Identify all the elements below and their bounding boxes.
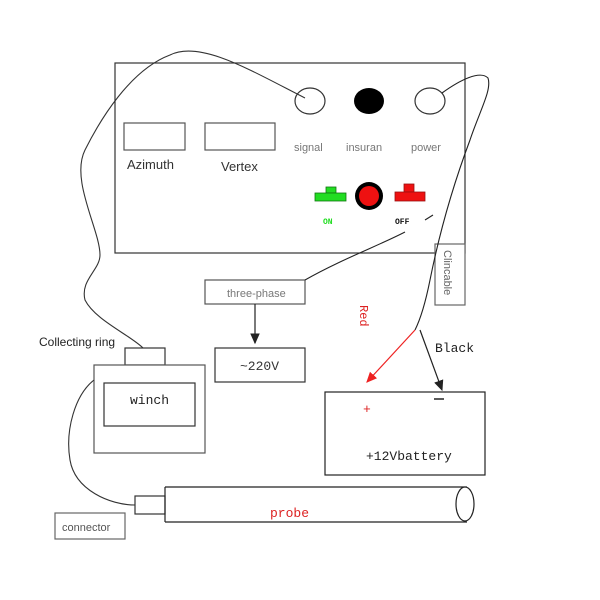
probe-body	[164, 486, 467, 523]
on-switch[interactable]	[314, 186, 347, 202]
clincable-box	[434, 243, 466, 306]
azimuth-display	[123, 122, 186, 151]
power-cable	[414, 74, 490, 331]
winch-probe-cable	[68, 379, 136, 506]
three-phase-label: three-phase	[227, 288, 286, 300]
probe-connector-stub	[134, 495, 166, 515]
battery-box	[324, 391, 486, 476]
clincable-label: Clincable	[441, 250, 453, 295]
black-wire-label: Black	[435, 341, 474, 356]
power-indicator	[414, 87, 446, 115]
signal-indicator	[294, 87, 326, 115]
winch-box	[103, 382, 196, 427]
signal-label: signal	[294, 142, 323, 154]
red-wire	[366, 329, 416, 383]
vertex-display	[204, 122, 276, 151]
insuran-label: insuran	[346, 142, 382, 154]
collecting-ring	[124, 347, 166, 366]
red-wire-label: Red	[356, 305, 370, 327]
voltage-label: ~220V	[240, 359, 279, 374]
on-label: ON	[323, 218, 333, 227]
battery-plus-terminal: +	[363, 402, 371, 417]
azimuth-label: Azimuth	[127, 157, 174, 172]
power-cable-hook	[424, 214, 434, 221]
control-panel	[114, 62, 466, 254]
insuran-indicator	[354, 88, 384, 114]
off-label: OFF	[395, 218, 410, 227]
probe-end	[455, 486, 475, 522]
stop-button[interactable]	[355, 182, 383, 210]
black-wire	[419, 329, 444, 392]
voltage-box	[214, 347, 306, 383]
battery-label: +12Vbattery	[366, 449, 452, 464]
three-phase-cable	[304, 231, 406, 281]
collecting-ring-label: Collecting ring	[39, 335, 115, 349]
probe-label: probe	[270, 506, 309, 521]
power-label: power	[411, 142, 441, 154]
connector-label: connector	[62, 522, 111, 534]
connector-box	[54, 512, 126, 540]
off-switch[interactable]	[394, 183, 426, 202]
winch-label: winch	[130, 393, 169, 408]
vertex-label: Vertex	[221, 159, 258, 174]
three-phase-box	[204, 279, 306, 305]
signal-cable	[80, 50, 306, 349]
